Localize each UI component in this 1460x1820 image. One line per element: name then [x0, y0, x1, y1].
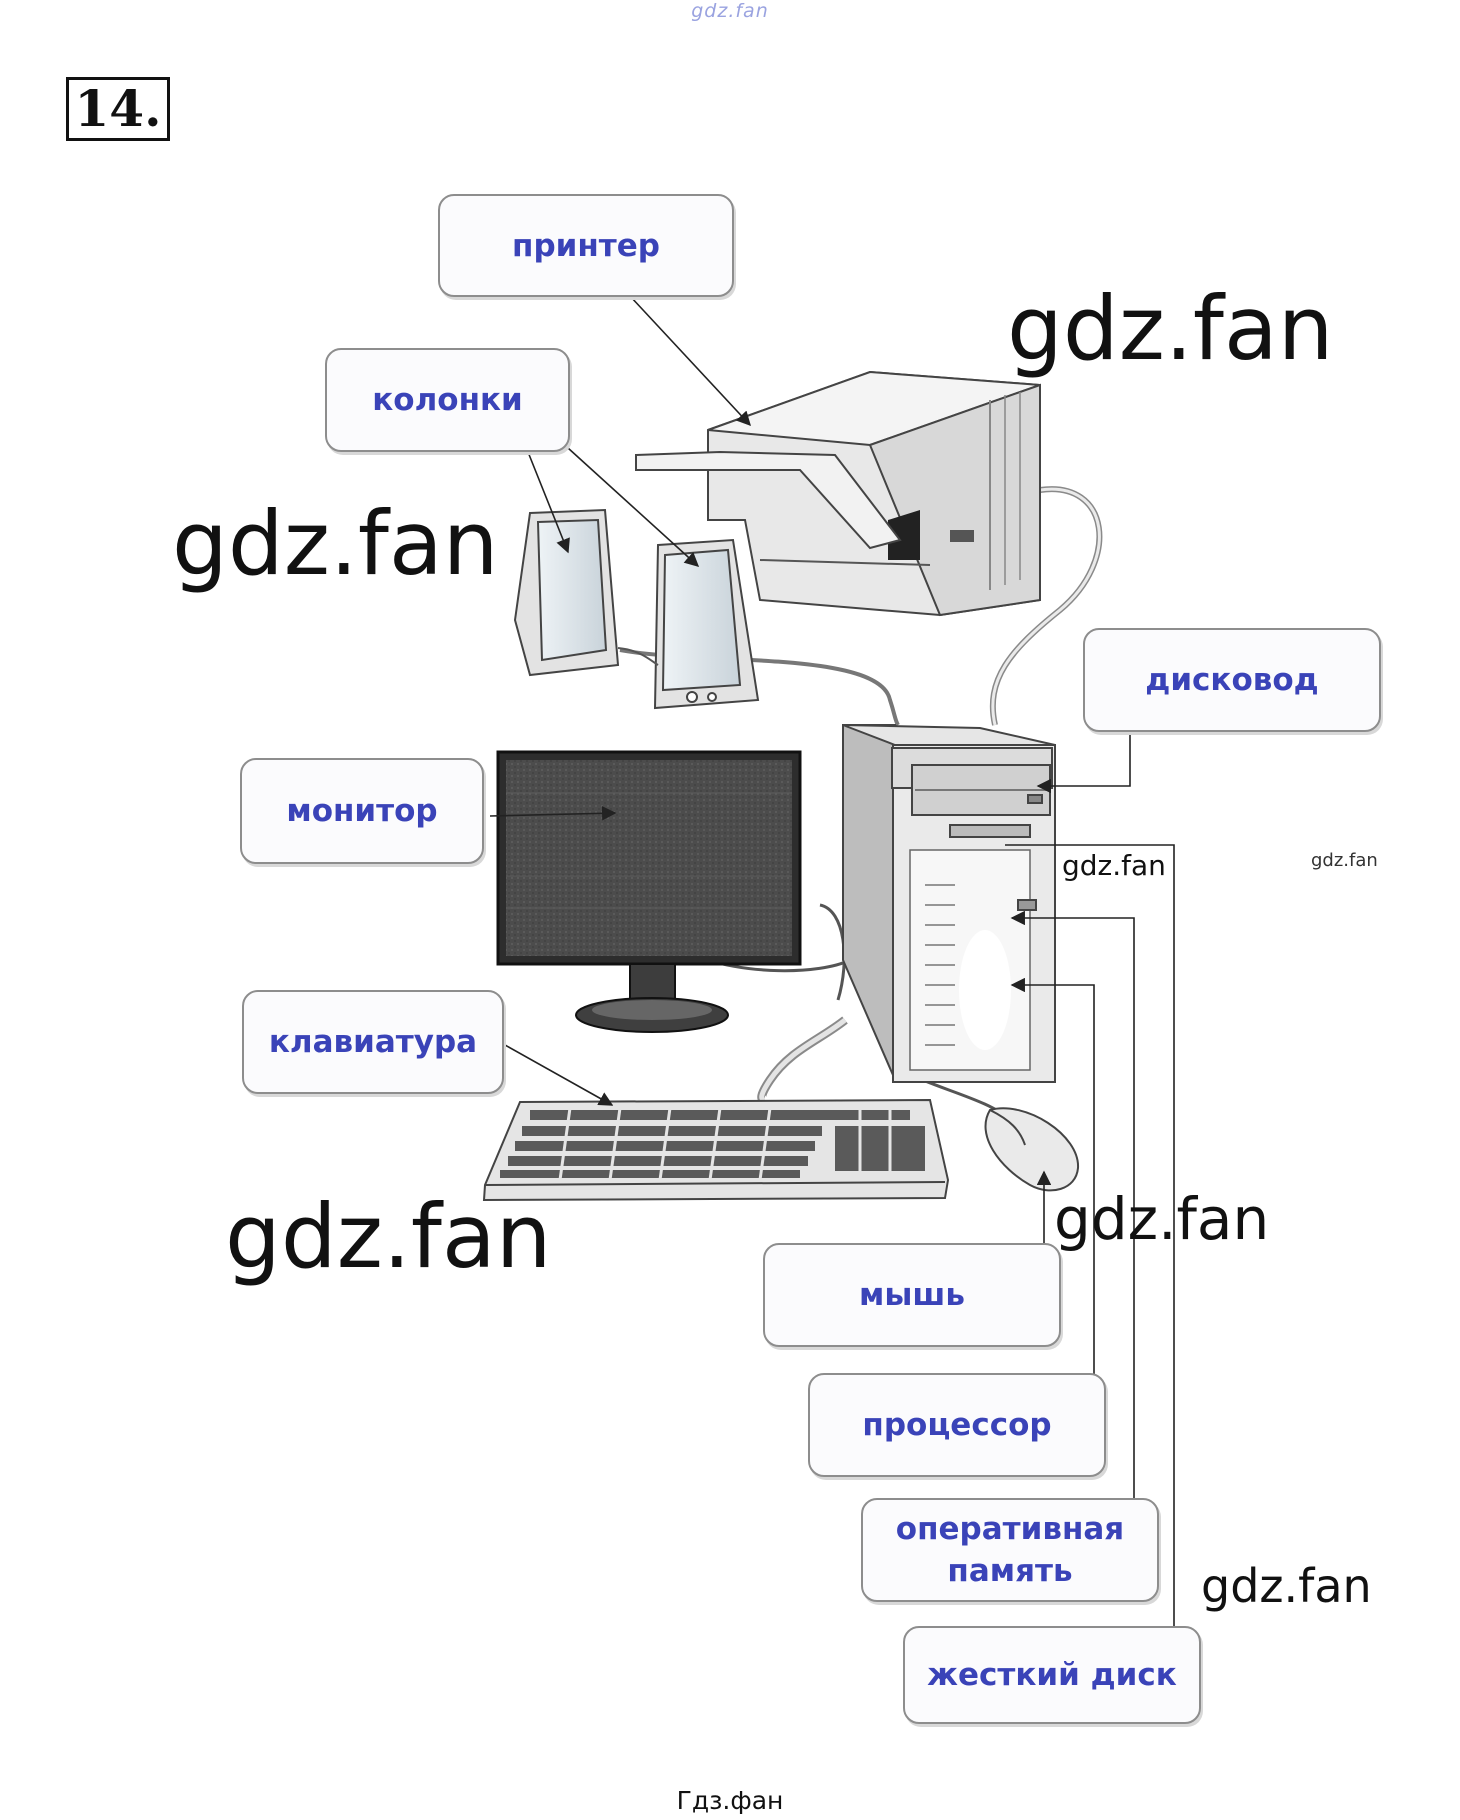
watermark: gdz.fan [1062, 849, 1166, 882]
mouse-illustration [984, 1107, 1080, 1192]
label-keyboard[interactable]: клавиатура [242, 990, 504, 1094]
keyboard-illustration [482, 1098, 950, 1202]
label-hard-disk[interactable]: жесткий диск [903, 1626, 1201, 1724]
task-number: 14. [66, 77, 170, 141]
label-printer[interactable]: принтер [438, 194, 734, 297]
system-unit-illustration [842, 724, 1056, 1083]
watermark: gdz.fan [225, 1185, 552, 1288]
monitor-illustration [496, 750, 802, 1033]
label-mouse[interactable]: мышь [763, 1243, 1061, 1347]
watermark: gdz.fan [1201, 1559, 1372, 1613]
speakers-illustration [513, 508, 760, 710]
footer-caption: Гдз.фан [676, 1786, 784, 1815]
leader-lines [489, 295, 1175, 1630]
watermark: gdz.fan [1054, 1185, 1270, 1253]
watermark: gdz.fan [172, 492, 499, 595]
watermark: gdz.fan [1311, 850, 1378, 871]
label-disk-drive[interactable]: дисковод [1083, 628, 1381, 732]
printer-illustration [635, 370, 1041, 617]
watermark: gdz.fan [1007, 277, 1334, 380]
label-monitor[interactable]: монитор [240, 758, 484, 864]
label-processor[interactable]: процессор [808, 1373, 1106, 1477]
label-ram[interactable]: оперативная память [861, 1498, 1159, 1602]
top-watermark: gdz.fan [691, 0, 769, 22]
label-speakers[interactable]: колонки [325, 348, 570, 452]
